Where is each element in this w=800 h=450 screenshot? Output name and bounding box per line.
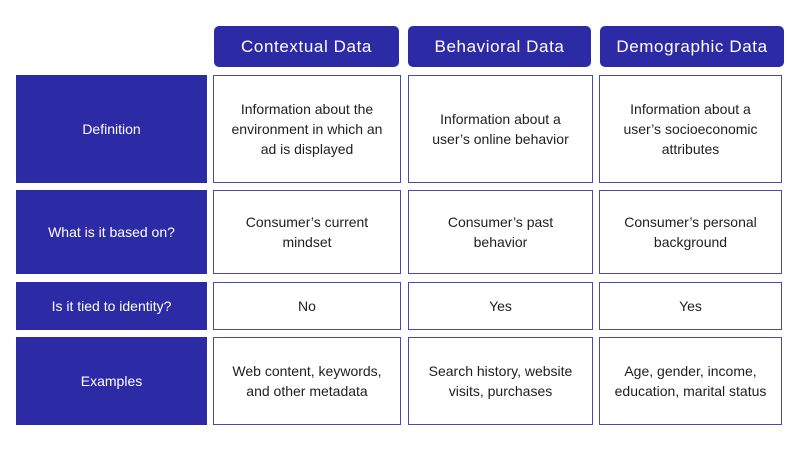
cell-text: Search history, website visits, purchase… <box>428 363 573 399</box>
table-cell: Consumer’s personal background <box>599 190 782 274</box>
column-header-contextual: Contextual Data <box>214 26 399 67</box>
cell-text: Web content, keywords, and other metadat… <box>232 363 382 399</box>
row-header-label: Examples <box>80 373 143 389</box>
table-cell: Yes <box>599 282 782 330</box>
row-header-based-on: What is it based on? <box>16 190 207 274</box>
table-cell: Information about the environment in whi… <box>213 75 401 183</box>
table-cell: Yes <box>408 282 593 330</box>
cell-text: Consumer’s current mindset <box>245 214 369 250</box>
row-header-label: Definition <box>82 121 141 137</box>
row-header-identity: Is it tied to identity? <box>16 282 207 330</box>
column-header-label: Behavioral Data <box>434 36 565 56</box>
table-cell: Consumer’s past behavior <box>408 190 593 274</box>
row-header-label: Is it tied to identity? <box>51 298 172 314</box>
table-cell: No <box>213 282 401 330</box>
cell-text: Information about a user’s socioeconomic… <box>623 101 758 157</box>
column-header-label: Demographic Data <box>616 36 768 56</box>
cell-text: Age, gender, income, education, marital … <box>614 363 767 399</box>
cell-text: Information about a user’s online behavi… <box>432 111 569 147</box>
row-header-definition: Definition <box>16 75 207 183</box>
table-cell: Age, gender, income, education, marital … <box>599 337 782 425</box>
row-header-examples: Examples <box>16 337 207 425</box>
cell-text: Consumer’s personal background <box>624 214 757 250</box>
table-cell: Information about a user’s online behavi… <box>408 75 593 183</box>
cell-text: Yes <box>679 298 702 314</box>
cell-text: Yes <box>489 298 512 314</box>
table-cell: Consumer’s current mindset <box>213 190 401 274</box>
cell-text: No <box>298 298 316 314</box>
cell-text: Information about the environment in whi… <box>231 101 383 157</box>
column-header-demographic: Demographic Data <box>600 26 784 67</box>
row-header-label: What is it based on? <box>48 224 175 240</box>
cell-text: Consumer’s past behavior <box>447 214 554 250</box>
column-header-label: Contextual Data <box>241 36 372 56</box>
table-cell: Information about a user’s socioeconomic… <box>599 75 782 183</box>
table-cell: Web content, keywords, and other metadat… <box>213 337 401 425</box>
column-header-behavioral: Behavioral Data <box>408 26 591 67</box>
table-cell: Search history, website visits, purchase… <box>408 337 593 425</box>
